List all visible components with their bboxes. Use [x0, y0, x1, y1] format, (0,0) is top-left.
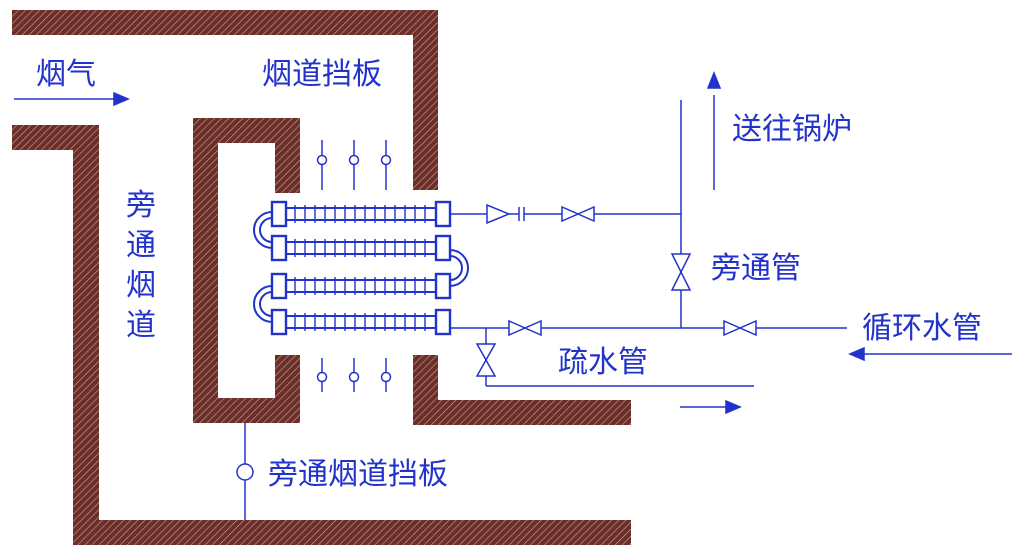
drain-out-arrow-icon	[680, 399, 742, 415]
to-boiler-label: 送往锅炉	[732, 112, 852, 147]
damper-stems	[316, 140, 392, 392]
flue-gas-label: 烟气	[36, 57, 96, 92]
box-right-upper-wall	[275, 118, 300, 193]
up-arrow-icon	[706, 70, 722, 89]
flue-gas-arrow-icon	[14, 91, 130, 107]
left-headers	[270, 200, 288, 336]
bypass-pipe-label: 旁通管	[711, 251, 801, 286]
tube-row	[286, 241, 436, 255]
drain-pipe-label: 疏水管	[558, 345, 648, 380]
gate-valve-icon	[561, 205, 580, 223]
fin-ticks	[294, 205, 426, 331]
right-headers	[434, 200, 452, 336]
gate-valve-icon	[508, 319, 527, 337]
circulating-water-pipe-label: 循环水管	[862, 311, 982, 346]
drain-valve-icon	[475, 343, 497, 362]
flue-damper-label: 烟道挡板	[262, 57, 382, 92]
left-wall	[73, 125, 99, 545]
box-left-wall	[193, 118, 218, 423]
tube-row	[286, 315, 436, 329]
gate-valve-icon	[723, 319, 742, 337]
outer-top-wall	[12, 10, 438, 35]
box-right-lower-wall	[275, 355, 300, 423]
bypass-flue-damper-label: 旁通烟道挡板	[268, 457, 448, 492]
tube-row	[286, 279, 436, 293]
bypass-flue-label: 旁通烟道	[126, 188, 156, 343]
lower-duct-wall	[413, 400, 631, 425]
tube-row	[286, 207, 436, 221]
check-valve-icon	[486, 203, 511, 225]
bypass-damper-symbol	[236, 423, 254, 520]
piping	[450, 95, 847, 387]
economizer-tube-bank	[253, 200, 469, 336]
flow-arrows	[14, 70, 1012, 415]
bottom-wall	[73, 520, 631, 545]
bypass-valve-icon	[670, 253, 692, 274]
outer-right-wall	[413, 10, 438, 190]
return-bends	[253, 211, 469, 323]
flue-walls	[12, 10, 631, 545]
water-in-arrow-icon	[848, 346, 1012, 362]
